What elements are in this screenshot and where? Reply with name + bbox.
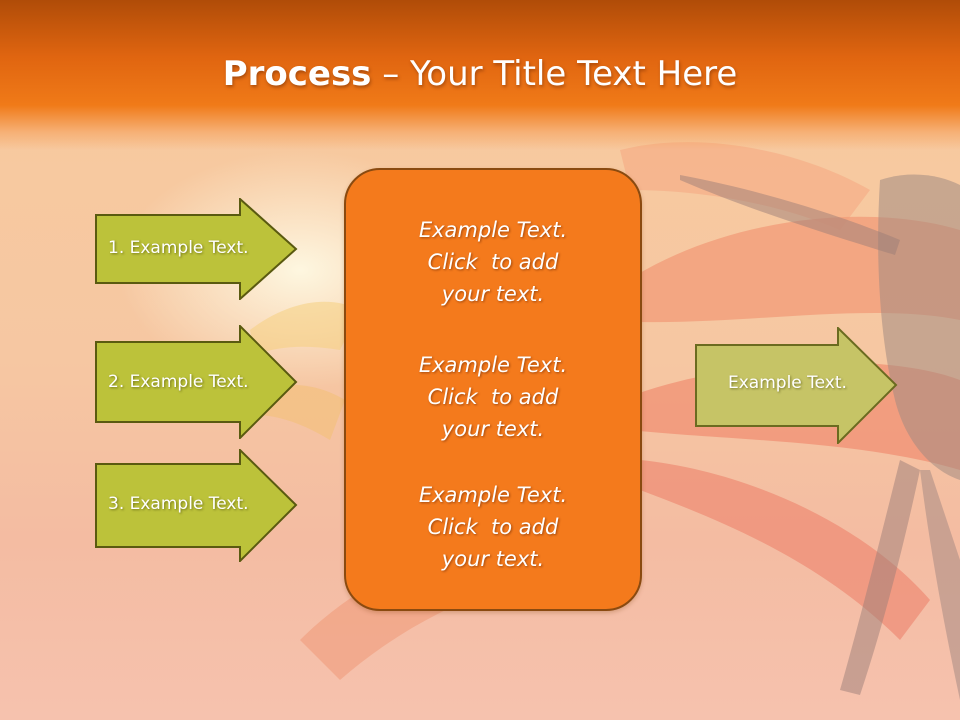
- center-text-block-1: Example Text. Click to add your text.: [346, 214, 640, 310]
- center-block-3-line-1: Example Text.: [418, 483, 568, 507]
- sepal-shape: [840, 460, 920, 695]
- left-arrow-2-label: 2. Example Text.: [108, 372, 249, 392]
- center-block-3-line-2: Click to add: [427, 515, 559, 539]
- left-arrow-2[interactable]: 2. Example Text.: [95, 325, 299, 439]
- center-text-block-2: Example Text. Click to add your text.: [346, 349, 640, 445]
- title-bold-part: Process: [222, 54, 372, 94]
- center-block-1-line-2: Click to add: [427, 250, 559, 274]
- title-bar: [0, 0, 960, 150]
- sepal-shape: [680, 175, 900, 255]
- left-arrow-3[interactable]: 3. Example Text.: [95, 449, 299, 562]
- center-block-1-line-3: your text.: [441, 282, 545, 306]
- petal-shape: [250, 301, 360, 355]
- center-block-2-line-2: Click to add: [427, 385, 559, 409]
- right-arrow-label: Example Text.: [728, 373, 847, 393]
- sepal-shape: [920, 470, 960, 700]
- title-rest-part: – Your Title Text Here: [371, 54, 738, 94]
- center-text-box[interactable]: Example Text. Click to add your text. Ex…: [344, 168, 642, 611]
- petal-shape: [640, 460, 930, 640]
- right-arrow[interactable]: Example Text.: [695, 327, 899, 444]
- left-arrow-1-label: 1. Example Text.: [108, 238, 249, 258]
- sepal-shape: [878, 174, 960, 481]
- slide-title[interactable]: Process – Your Title Text Here: [0, 52, 960, 96]
- center-block-3-line-3: your text.: [441, 547, 545, 571]
- left-arrow-1[interactable]: 1. Example Text.: [95, 198, 299, 300]
- center-block-2-line-1: Example Text.: [418, 353, 568, 377]
- center-text-block-3: Example Text. Click to add your text.: [346, 479, 640, 575]
- center-block-2-line-3: your text.: [441, 417, 545, 441]
- center-block-1-line-1: Example Text.: [418, 218, 568, 242]
- left-arrow-3-label: 3. Example Text.: [108, 494, 249, 514]
